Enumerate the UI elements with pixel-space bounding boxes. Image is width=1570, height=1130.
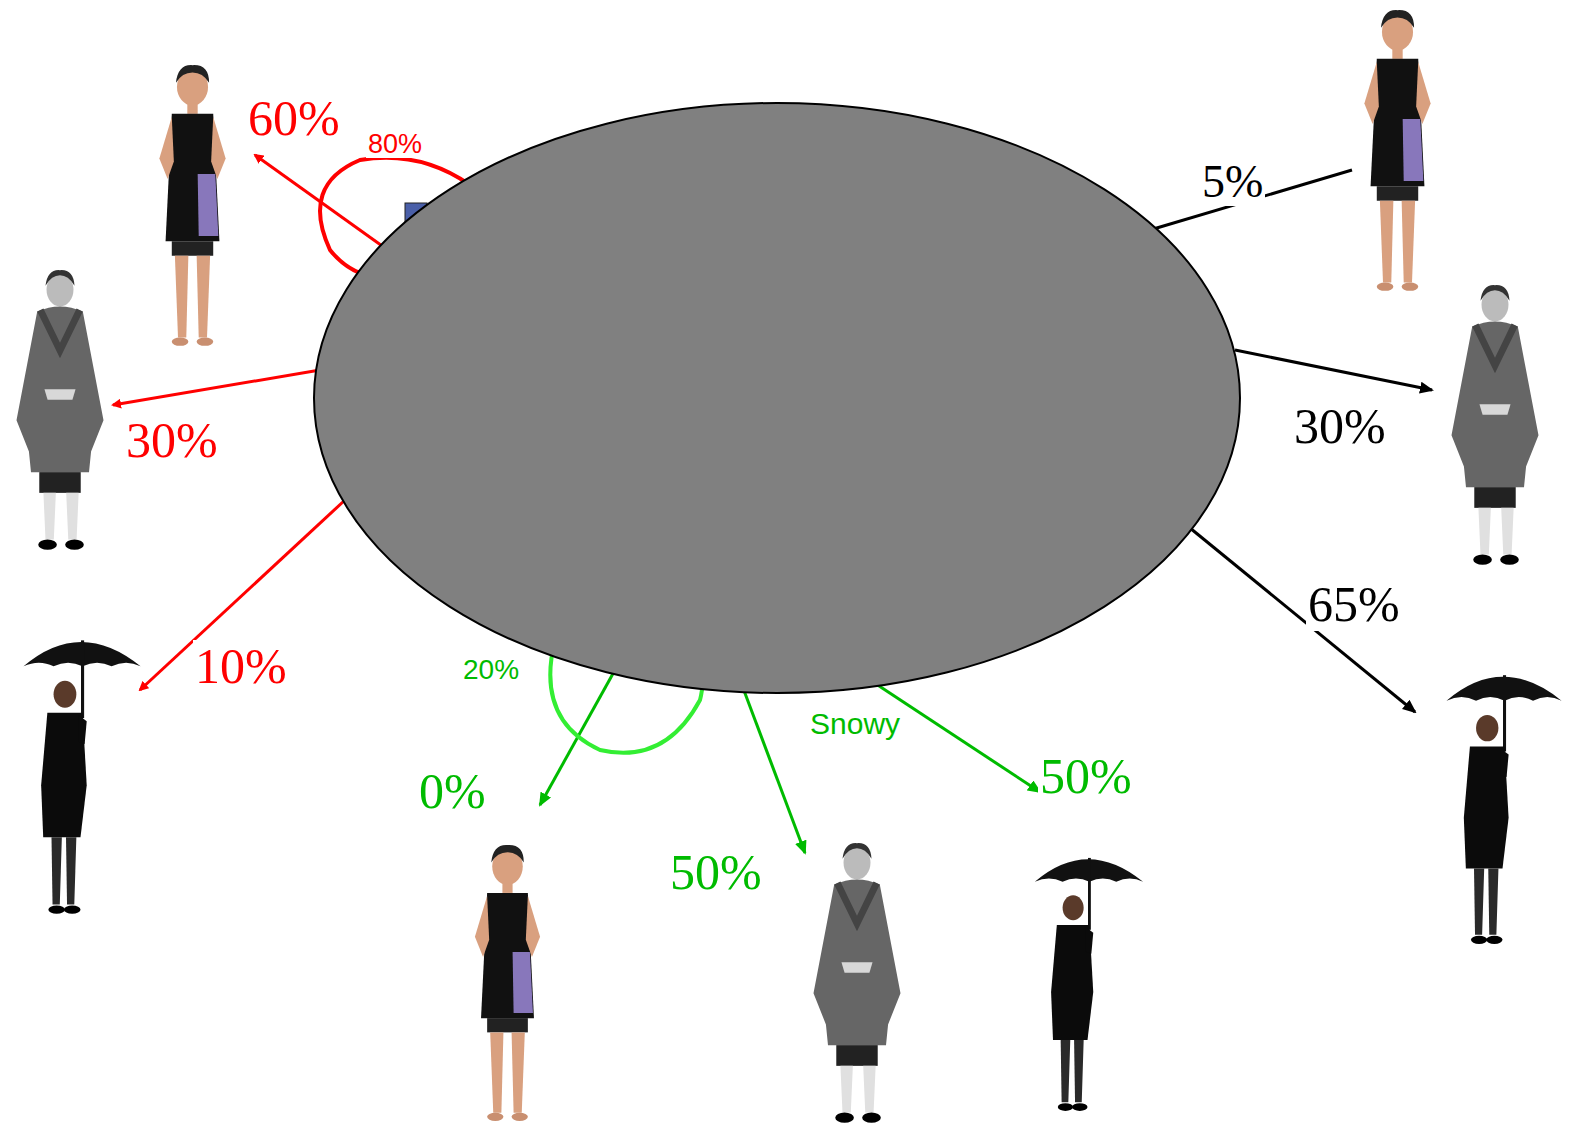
sunny-figure bbox=[1364, 10, 1430, 291]
rainy-figure bbox=[1035, 858, 1143, 1111]
rainy-figure bbox=[24, 640, 141, 913]
probability-label: 10% bbox=[193, 640, 289, 693]
probability-label: 65% bbox=[1306, 578, 1402, 631]
sunny-figure bbox=[475, 845, 540, 1121]
probability-label: 30% bbox=[124, 414, 220, 467]
probability-label: 0% bbox=[417, 765, 488, 818]
cloudy-figure bbox=[17, 270, 104, 550]
probability-label: 80% bbox=[366, 130, 424, 158]
cloudy-figure bbox=[814, 843, 901, 1123]
probability-label: 30% bbox=[1292, 400, 1388, 453]
weather-label: Snowy bbox=[808, 708, 902, 740]
cover-ellipse bbox=[314, 103, 1240, 693]
cloudy-figure bbox=[1452, 285, 1539, 565]
probability-label: 5% bbox=[1200, 158, 1265, 206]
sunny-figure bbox=[159, 65, 225, 346]
rainy-figure bbox=[1447, 675, 1562, 944]
probability-label: 50% bbox=[668, 846, 764, 899]
probability-label: 20% bbox=[461, 655, 521, 684]
probability-label: 60% bbox=[246, 92, 342, 145]
probability-label: 50% bbox=[1038, 750, 1134, 803]
